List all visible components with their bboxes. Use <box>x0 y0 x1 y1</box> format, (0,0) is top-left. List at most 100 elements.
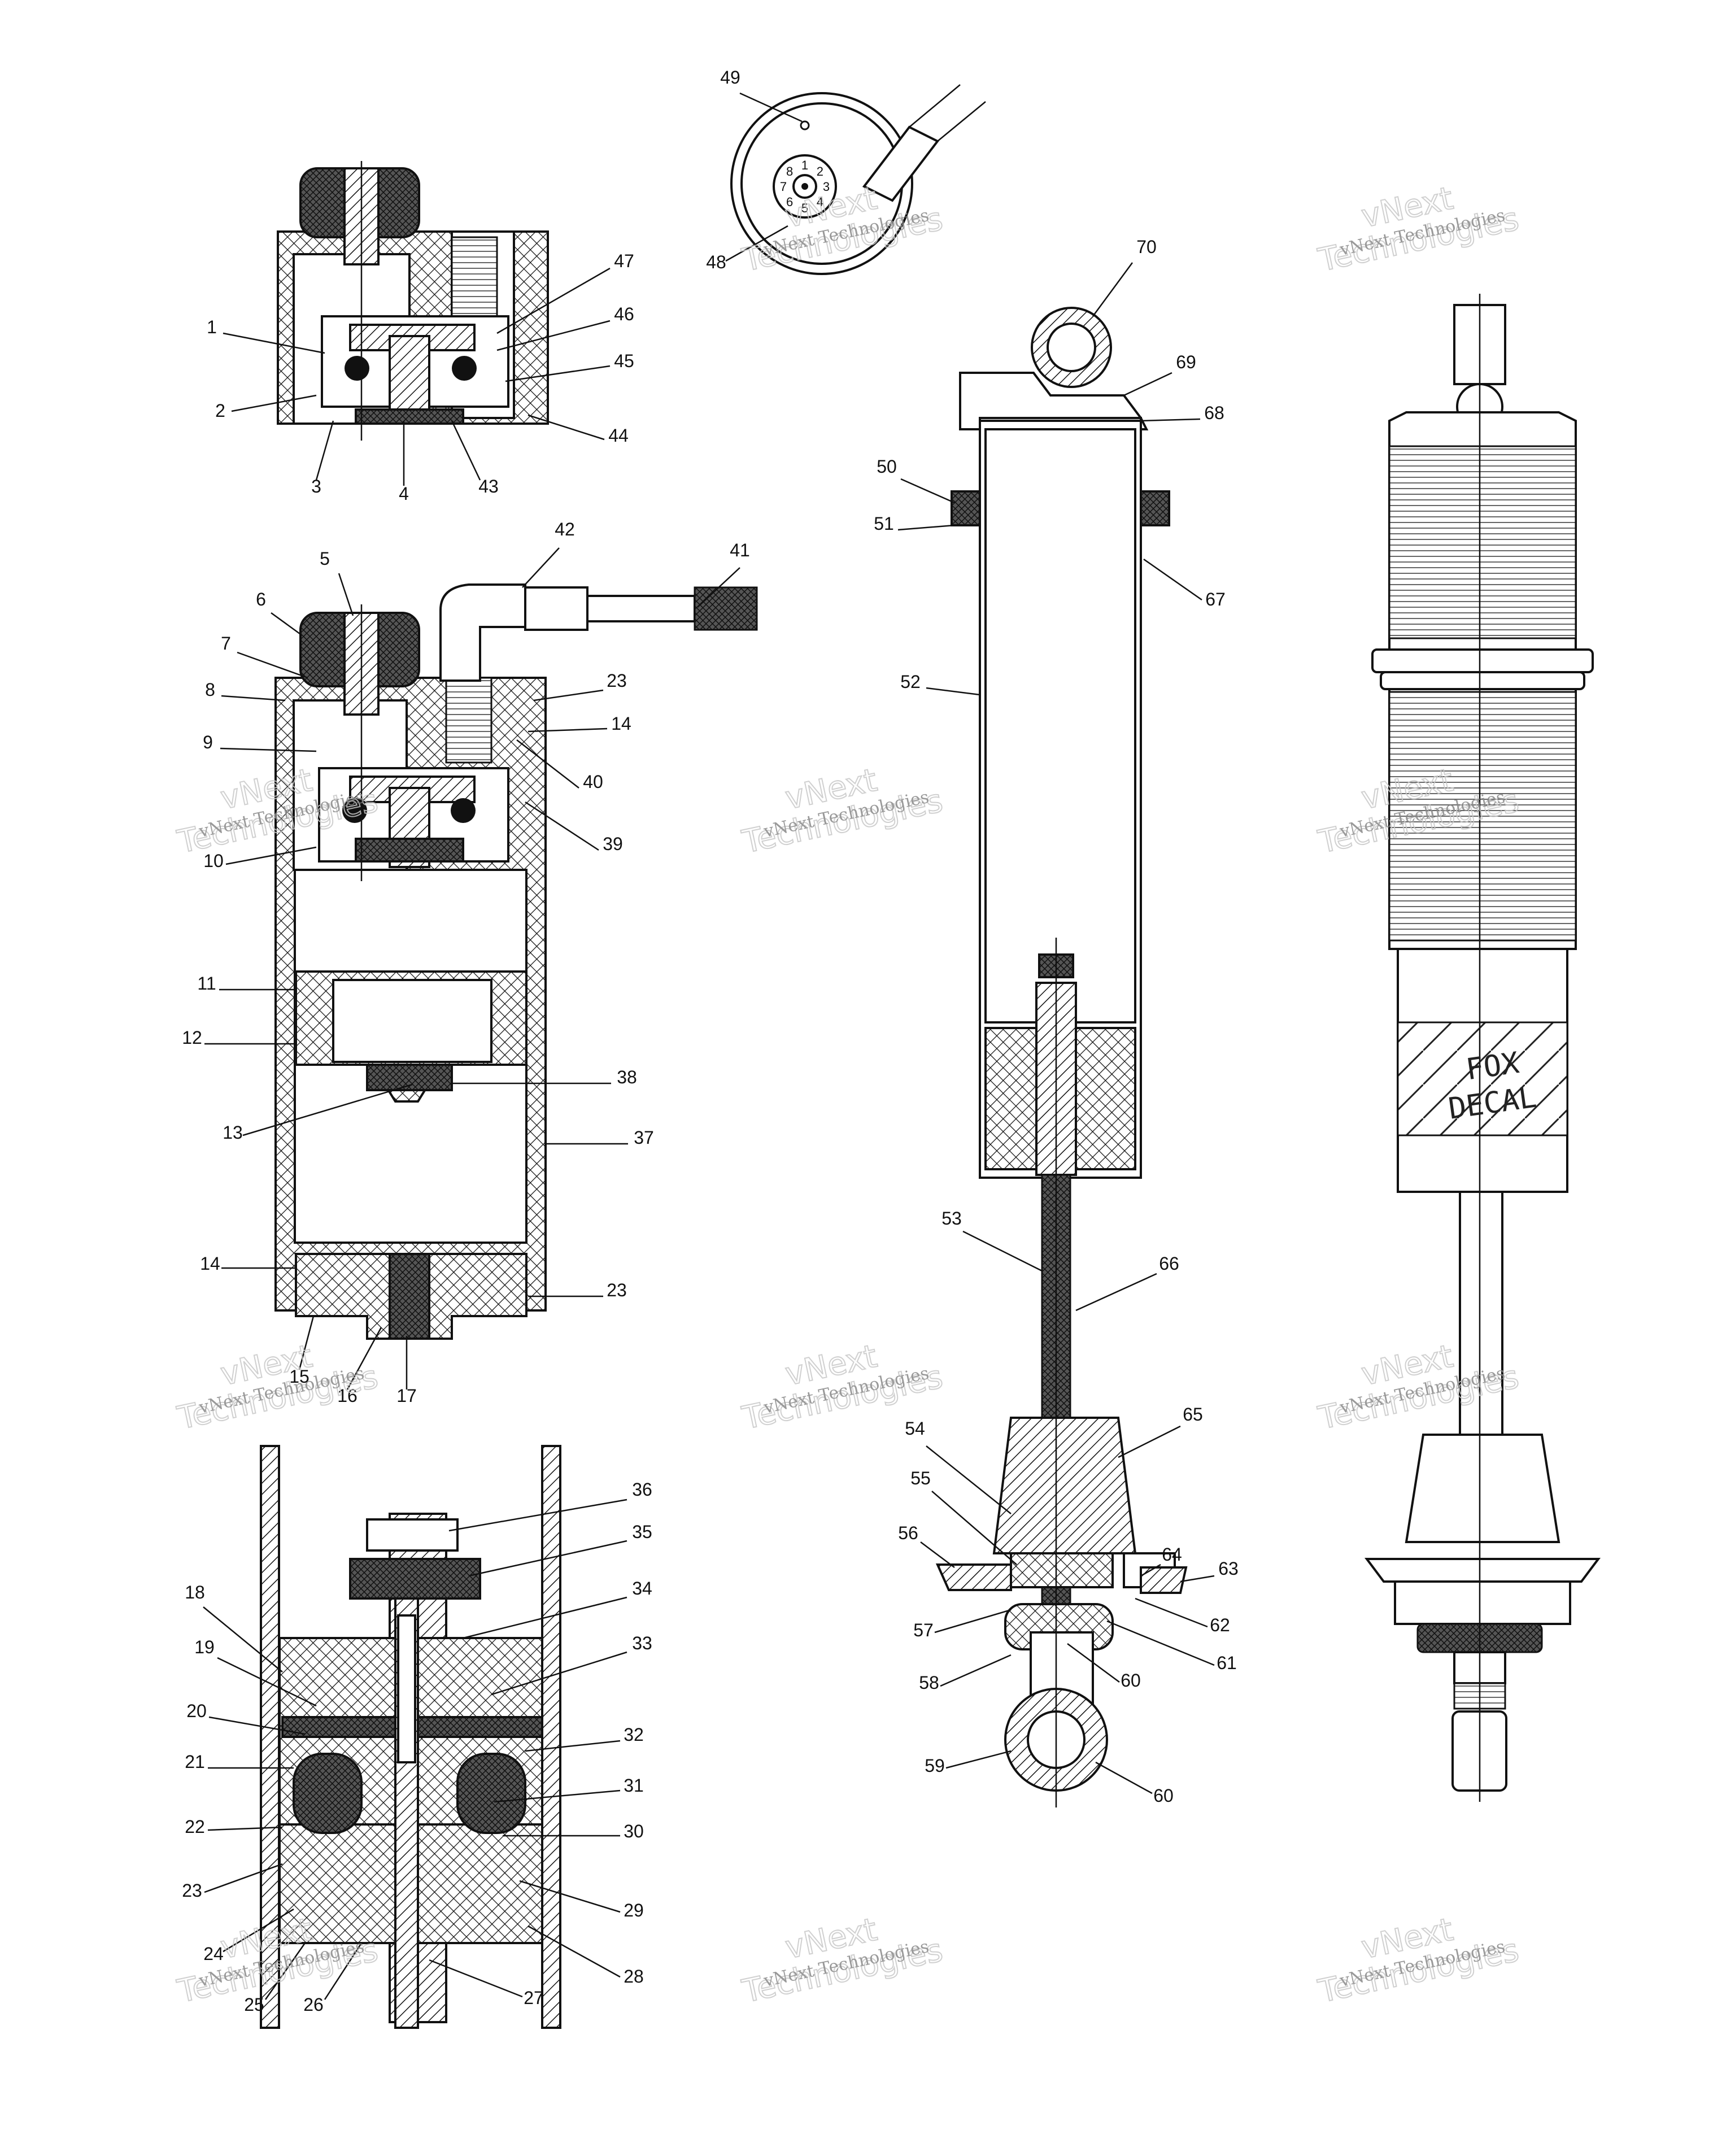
callout-label-54: 54 <box>905 1418 925 1439</box>
leader-line-64 <box>1140 1563 1161 1577</box>
leader-line-50 <box>900 478 955 504</box>
leader-line-66 <box>1075 1273 1157 1312</box>
callout-label-69: 69 <box>1176 352 1196 372</box>
leader-line-34 <box>463 1596 627 1639</box>
callout-label-33: 33 <box>632 1633 652 1653</box>
callout-label-3: 3 <box>311 476 321 496</box>
dial-mark: 2 <box>817 164 823 178</box>
figure-reservoir-cap <box>277 161 549 441</box>
leader-line-53 <box>962 1230 1043 1272</box>
leader-line-45 <box>505 365 611 382</box>
callout-label-7: 7 <box>221 633 231 654</box>
callout-label-30: 30 <box>624 1821 644 1841</box>
callout-label-25: 25 <box>244 1994 264 2015</box>
callout-label-56: 56 <box>898 1523 918 1543</box>
callout-label-44: 44 <box>608 425 629 446</box>
dial-mark: 5 <box>801 201 808 215</box>
callout-label-14: 14 <box>611 713 631 734</box>
decal-line: FOX <box>1464 1046 1521 1087</box>
leader-line-29 <box>519 1880 621 1913</box>
callout-label-32: 32 <box>624 1724 644 1745</box>
leader-line-26 <box>324 1942 363 2000</box>
callout-label-10: 10 <box>203 851 224 871</box>
leader-line-32 <box>525 1740 621 1752</box>
leader-line-55 <box>931 1491 1017 1565</box>
leader-line-33 <box>491 1651 627 1696</box>
leader-line-35 <box>468 1540 627 1577</box>
callout-label-31: 31 <box>624 1775 644 1796</box>
leader-line-54 <box>926 1445 1012 1514</box>
callout-label-36: 36 <box>632 1479 652 1500</box>
callout-label-53: 53 <box>941 1208 962 1229</box>
callout-label-52: 52 <box>900 672 921 692</box>
callout-label-66: 66 <box>1159 1253 1179 1274</box>
leader-line-56 <box>920 1541 955 1568</box>
leader-line-52 <box>926 687 980 696</box>
callout-label-4: 4 <box>399 484 409 504</box>
leader-line-10 <box>225 846 317 865</box>
callout-leader-lines <box>203 92 1215 2000</box>
leader-line-60 <box>1067 1643 1120 1683</box>
callout-label-48: 48 <box>706 252 726 272</box>
leader-line-20 <box>208 1716 306 1735</box>
leader-line-6 <box>271 612 303 637</box>
leader-line-44 <box>528 414 605 441</box>
callout-label-28: 28 <box>624 1966 644 1987</box>
leader-line-67 <box>1143 558 1202 601</box>
callout-label-50: 50 <box>877 456 897 477</box>
leader-line-28 <box>528 1925 621 1978</box>
leader-line-61 <box>1106 1620 1215 1666</box>
callout-label-43: 43 <box>478 476 499 496</box>
leader-line-51 <box>897 524 955 531</box>
callout-label-12: 12 <box>182 1027 202 1048</box>
dial-mark: 6 <box>786 195 793 209</box>
leader-line-27 <box>429 1959 523 1998</box>
callout-label-8: 8 <box>205 680 215 700</box>
callout-label-23: 23 <box>607 1280 627 1300</box>
leader-line-23 <box>204 1863 283 1893</box>
callout-label-24: 24 <box>203 1944 224 1964</box>
callout-label-26: 26 <box>303 1994 324 2015</box>
callout-label-18: 18 <box>185 1582 205 1602</box>
leader-line-57 <box>934 1609 1012 1634</box>
leader-line-62 <box>1135 1597 1208 1628</box>
callout-label-29: 29 <box>624 1900 644 1920</box>
leader-line-1 <box>223 332 325 354</box>
callout-label-40: 40 <box>583 772 603 792</box>
figure-shock-exterior <box>1365 294 1601 1802</box>
callout-label-35: 35 <box>632 1522 652 1542</box>
callout-label-45: 45 <box>614 351 634 371</box>
leader-line-3 <box>315 420 334 481</box>
leader-line-59 <box>945 1750 1012 1769</box>
leader-line-25 <box>264 1942 306 2000</box>
figure-shock-section <box>935 307 1188 1807</box>
dial-mark: 7 <box>780 180 787 194</box>
callout-label-19: 19 <box>194 1637 215 1657</box>
callout-label-37: 37 <box>634 1127 654 1148</box>
callout-label-70: 70 <box>1136 237 1157 257</box>
dial-mark: 4 <box>817 195 823 209</box>
leader-line-7 <box>237 651 308 679</box>
callout-label-58: 58 <box>919 1672 939 1693</box>
leader-line-70 <box>1092 262 1134 317</box>
callout-label-11: 11 <box>197 973 216 994</box>
callout-label-60: 60 <box>1121 1670 1141 1691</box>
callout-label-49: 49 <box>720 67 740 88</box>
leader-line-58 <box>940 1654 1012 1687</box>
callout-label-9: 9 <box>203 732 213 752</box>
callout-label-14: 14 <box>200 1253 220 1274</box>
dial-mark: 1 <box>801 158 808 172</box>
leader-line-19 <box>217 1657 317 1707</box>
callout-label-65: 65 <box>1183 1404 1203 1425</box>
leader-line-31 <box>494 1789 621 1803</box>
callout-label-6: 6 <box>256 589 266 609</box>
leader-line-47 <box>496 267 611 334</box>
leader-line-43 <box>451 420 481 481</box>
callout-label-39: 39 <box>603 834 623 854</box>
